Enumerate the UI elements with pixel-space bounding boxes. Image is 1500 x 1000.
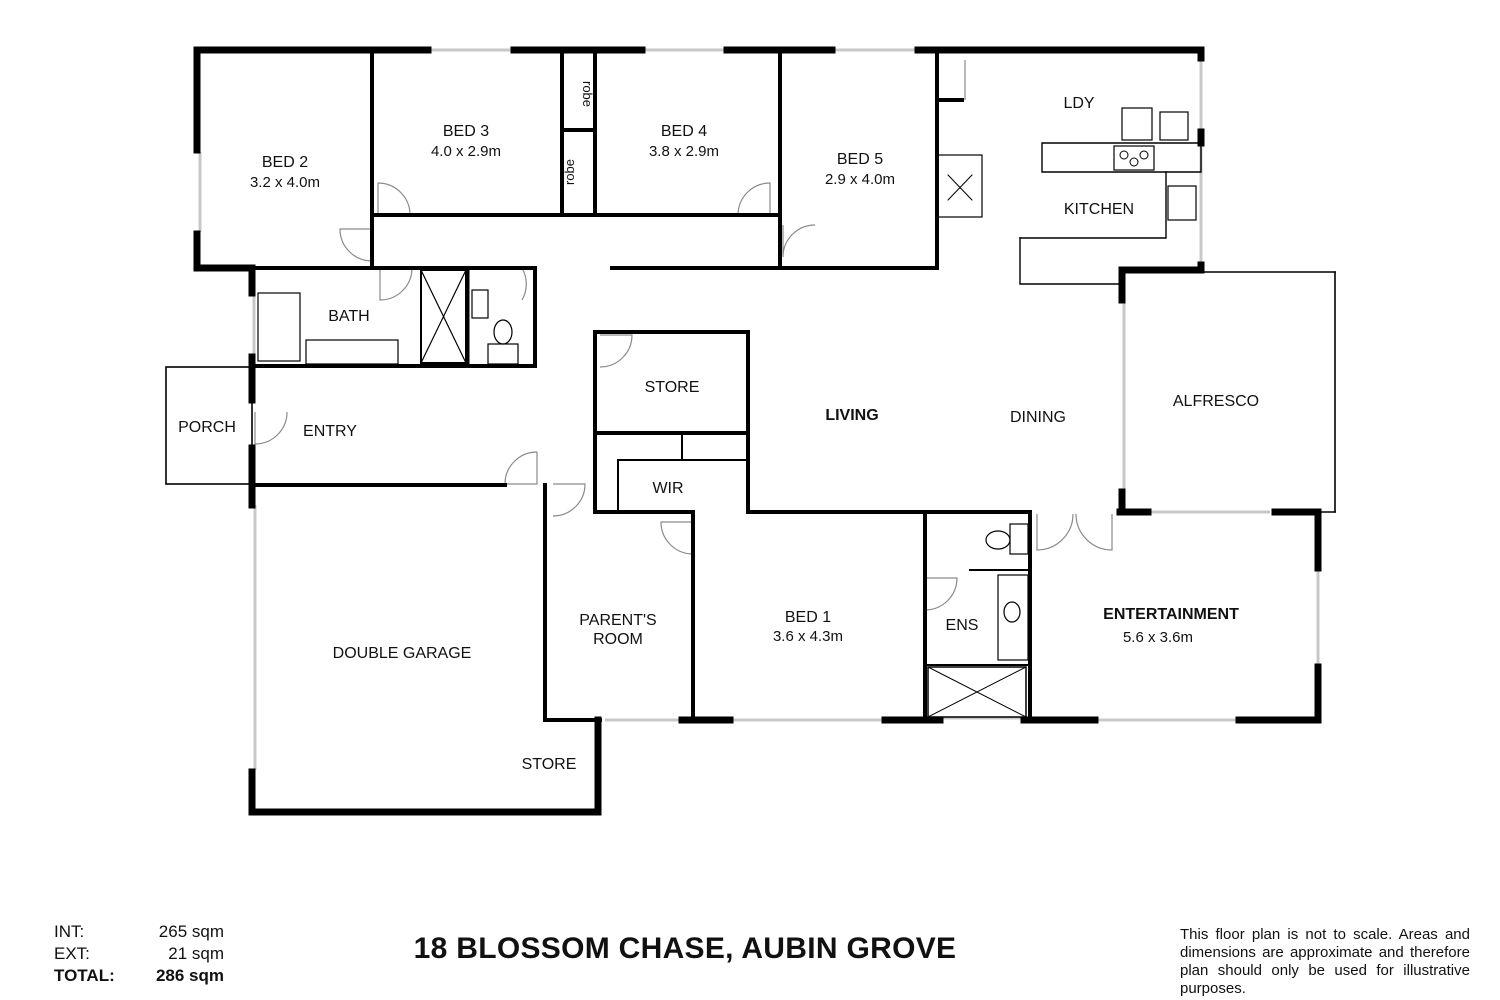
bed2-name: BED 2: [262, 154, 308, 171]
int-area-row: INT: 265 sqm: [54, 921, 224, 943]
address-title: 18 BLOSSOM CHASE, AUBIN GROVE: [413, 932, 957, 965]
robe-top-label: robe: [580, 81, 595, 107]
entry-label: ENTRY: [303, 423, 357, 440]
bath-label: BATH: [328, 308, 369, 325]
bed2-dims: 3.2 x 4.0m: [250, 174, 320, 191]
ext-area-value: 21 sqm: [168, 944, 224, 963]
store-main-label: STORE: [645, 379, 700, 396]
living-label: LIVING: [825, 407, 878, 424]
total-area-value: 286 sqm: [155, 966, 224, 985]
parents-room-line1: PARENT'S: [579, 612, 656, 629]
ext-area-row: EXT: 21 sqm: [54, 943, 224, 965]
ldy-label: LDY: [1063, 95, 1094, 112]
bed4-name: BED 4: [661, 123, 707, 140]
garage-label: DOUBLE GARAGE: [333, 645, 472, 662]
int-area-label: INT:: [54, 922, 85, 941]
wir-label: WIR: [652, 480, 683, 497]
disclaimer: This floor plan is not to scale. Areas a…: [1180, 926, 1470, 997]
entertainment-dims: 5.6 x 3.6m: [1123, 629, 1193, 646]
bed5-dims: 2.9 x 4.0m: [825, 171, 895, 188]
robe-bottom-label: robe: [562, 159, 577, 185]
bed3-name: BED 3: [443, 123, 489, 140]
bed1-dims: 3.6 x 4.3m: [773, 628, 843, 645]
alfresco-label: ALFRESCO: [1173, 393, 1259, 410]
room-labels: BED 2 3.2 x 4.0m BED 3 4.0 x 2.9m BED 4 …: [178, 81, 1259, 773]
total-area-row: TOTAL: 286 sqm: [54, 965, 224, 987]
windows: [198, 48, 1320, 770]
entertainment-name: ENTERTAINMENT: [1103, 606, 1239, 623]
area-summary: INT: 265 sqm EXT: 21 sqm TOTAL: 286 sqm: [54, 921, 224, 987]
ext-area-label: EXT:: [54, 944, 90, 963]
parents-room-line2: ROOM: [593, 631, 643, 648]
porch-label: PORCH: [178, 419, 236, 436]
int-area-value: 265 sqm: [158, 922, 224, 941]
bed3-dims: 4.0 x 2.9m: [431, 143, 501, 160]
ens-label: ENS: [946, 617, 979, 634]
total-area-label: TOTAL:: [54, 966, 115, 985]
kitchen-label: KITCHEN: [1064, 201, 1134, 218]
bed5-name: BED 5: [837, 151, 883, 168]
walls: [165, 46, 1336, 816]
store-garage-label: STORE: [522, 756, 577, 773]
bed1-name: BED 1: [785, 609, 831, 626]
dining-label: DINING: [1010, 409, 1066, 426]
bed4-dims: 3.8 x 2.9m: [649, 143, 719, 160]
